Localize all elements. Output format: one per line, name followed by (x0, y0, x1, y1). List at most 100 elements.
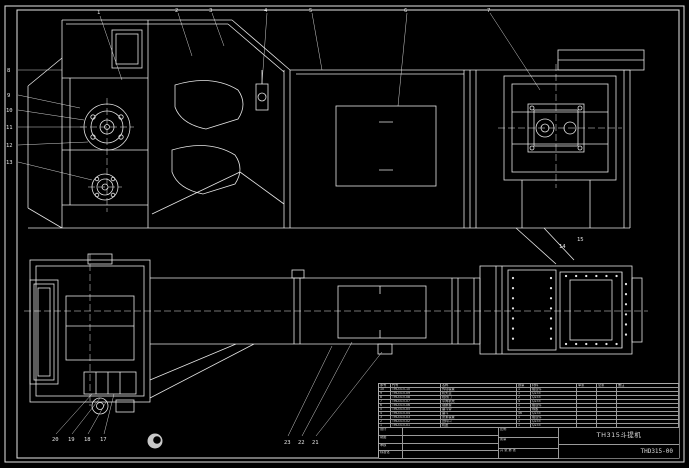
bucket-upper (174, 80, 244, 130)
bom-cell-name: 畚斗带 (441, 408, 517, 412)
bom-cell-name: 张紧装置 (441, 416, 517, 420)
bom-cell-tw (597, 388, 617, 392)
bom-cell-mat: 橡胶 (531, 408, 577, 412)
bom-cell-name: 机头罩 (441, 392, 517, 396)
base-fitting (115, 399, 135, 413)
drawing-border (4, 5, 685, 463)
bom-cell-code: THD315-03 (391, 416, 441, 420)
bom-cell-tw (597, 412, 617, 416)
bom-cell-no: 2 (379, 420, 391, 424)
bom-cell-rem (617, 400, 679, 404)
bom-cell-uw (577, 412, 597, 416)
callout-label: 10 (6, 108, 13, 114)
tube-top-stub (291, 269, 305, 279)
gearbox-bolt (529, 145, 535, 151)
info-block: 比例 质量 共 张 第 张 (499, 428, 559, 459)
callout-label: 23 (284, 440, 291, 446)
boot-top-stub (87, 253, 113, 265)
bom-cell-no: 9 (379, 392, 391, 396)
bom-cell-code: THD315-05 (391, 408, 441, 412)
bom-cell-tw (597, 396, 617, 400)
chute-fitting-hole (257, 92, 267, 102)
bom-header-cell: 名称 (441, 384, 517, 388)
bom-cell-qty: 1 (517, 416, 531, 420)
lower-bearing-bolt (110, 192, 116, 198)
bom-cell-rem (617, 416, 679, 420)
drive-plan-cover-inner (569, 279, 613, 341)
bom-cell-qty: 1 (517, 404, 531, 408)
bom-cell-mat: 组合件 (531, 416, 577, 420)
bearing-bolt (118, 114, 124, 120)
bom-cell-qty: 1 (517, 408, 531, 412)
bom-cell-qty: 4 (517, 400, 531, 404)
bom-header-cell: 数量 (517, 384, 531, 388)
bom-cell-rem (617, 424, 679, 428)
plan-outline (66, 227, 623, 399)
lower-bearing-bolt (110, 176, 116, 182)
callout-label: 22 (298, 440, 305, 446)
bom-cell-code: THD315-09 (391, 392, 441, 396)
bom-cell-tw (597, 392, 617, 396)
bom-cell-qty: 46 (517, 412, 531, 416)
callout-label: 4 (264, 8, 268, 14)
boot-side-frame-inner (33, 283, 55, 381)
bom-cell-rem (617, 420, 679, 424)
bom-cell-name: 进料口 (441, 420, 517, 424)
drive-plan-flange-box (507, 269, 557, 351)
bucket-lower (171, 145, 241, 195)
tube-access-panel (337, 285, 427, 339)
bom-cell-no: 10 (379, 388, 391, 392)
bom-cell-qty: 1 (517, 392, 531, 396)
callout-label: 5 (309, 8, 312, 14)
bom-cell-name: 机座 (441, 424, 517, 428)
boot-base-assembly (83, 371, 137, 395)
bom-cell-rem (617, 392, 679, 396)
bom-cell-mat: 组合件 (531, 404, 577, 408)
bom-cell-uw (577, 404, 597, 408)
callout-label: 19 (68, 437, 75, 443)
bom-cell-code: THD315-01 (391, 424, 441, 428)
bom-cell-uw (577, 388, 597, 392)
stamp-mark-core (153, 436, 161, 444)
bom-cell-name: 传动装置 (441, 388, 517, 392)
callout-label: 15 (577, 237, 584, 243)
sign-label: 审核 (379, 443, 403, 452)
callout-label: 7 (487, 8, 490, 14)
callout-labels: 1 2 3 4 5 6 7 8 9 10 11 12 13 14 15 20 1… (6, 8, 584, 446)
bom-cell-mat: Q235 (531, 392, 577, 396)
bom-cell-mat: Q235 (531, 424, 577, 428)
gearbox-bolt (577, 145, 583, 151)
tube-bottom-stub (377, 343, 393, 355)
plan-centerlines (24, 254, 648, 406)
inspection-door-inner (115, 33, 139, 65)
bom-cell-no: 7 (379, 400, 391, 404)
vent-box (557, 49, 645, 71)
bom-cell-no: 5 (379, 408, 391, 412)
bom-header-cell: 序号 (379, 384, 391, 388)
drawing-title: TH315斗提机 (559, 428, 679, 445)
elevation-outline (27, 19, 644, 229)
boot-side-frame-core (37, 287, 51, 377)
bom-cell-qty: 1 (517, 420, 531, 424)
callout-label: 21 (312, 440, 319, 446)
bom-cell-code: THD315-08 (391, 396, 441, 400)
elevation-view (17, 12, 645, 229)
info-label: 共 张 第 张 (499, 448, 559, 459)
callout-label: 8 (7, 68, 10, 74)
callout-label: 9 (7, 93, 10, 99)
bom-cell-tw (597, 400, 617, 404)
sign-blank (403, 435, 499, 444)
drawing-title-cell: TH315斗提机 THD315-00 (559, 428, 679, 459)
callout-label: 6 (404, 8, 407, 14)
sign-label: 制图 (379, 435, 403, 444)
plan-view (24, 227, 648, 449)
